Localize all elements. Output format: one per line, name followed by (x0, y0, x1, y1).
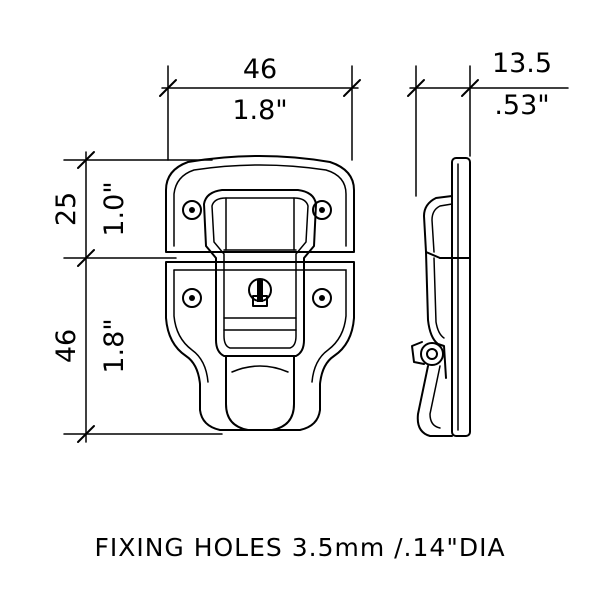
side-tail-inner (429, 365, 441, 429)
fixing-hole-bottom-left (182, 288, 202, 308)
lower-height-mm-label: 46 (51, 329, 82, 363)
fixing-hole-top-left (182, 200, 202, 220)
height-tick-bottom (77, 425, 95, 443)
width-dimension: 46 1.8" (159, 54, 361, 161)
upper-plate-inner (173, 164, 347, 247)
width-tick-left (159, 79, 177, 97)
depth-in-label: .53" (494, 90, 549, 121)
side-lever-inner (433, 257, 445, 339)
height-tick-top (77, 151, 95, 169)
width-tick-right (343, 79, 361, 97)
fixing-hole-bottom-right (312, 288, 332, 308)
side-tail (416, 365, 453, 437)
width-mm-label: 46 (243, 54, 277, 85)
height-tick-middle (77, 249, 95, 267)
side-hinge (411, 341, 444, 366)
fixing-hole-top-right (312, 200, 332, 220)
depth-mm-label: 13.5 (492, 48, 552, 79)
lower-height-in-label: 1.8" (99, 318, 130, 373)
hasp-lever-inner (211, 197, 309, 349)
width-in-label: 1.8" (232, 95, 287, 126)
side-catch-inner (431, 203, 453, 253)
upper-height-mm-label: 25 (51, 192, 82, 226)
tongue (225, 355, 295, 431)
lower-plate (165, 261, 355, 431)
lower-plate-inner-left (173, 269, 209, 383)
upper-height-in-label: 1.0" (99, 181, 130, 236)
side-base-plate (451, 157, 471, 437)
depth-tick-right (461, 79, 479, 97)
side-catch (423, 195, 453, 259)
depth-dimension: 13.5 .53" (407, 48, 569, 197)
keyhole (248, 278, 272, 307)
depth-tick-left (407, 79, 425, 97)
hasp-lever (203, 189, 317, 357)
fixing-holes-caption: FIXING HOLES 3.5mm /.14"DIA (94, 533, 505, 562)
latch-side-view (411, 157, 471, 437)
height-dimensions: 25 1.0" 46 1.8" (51, 151, 223, 443)
upper-plate (165, 155, 355, 253)
lower-plate-inner (173, 269, 347, 383)
tongue-highlight (231, 365, 289, 373)
latch-front-view (165, 155, 355, 431)
